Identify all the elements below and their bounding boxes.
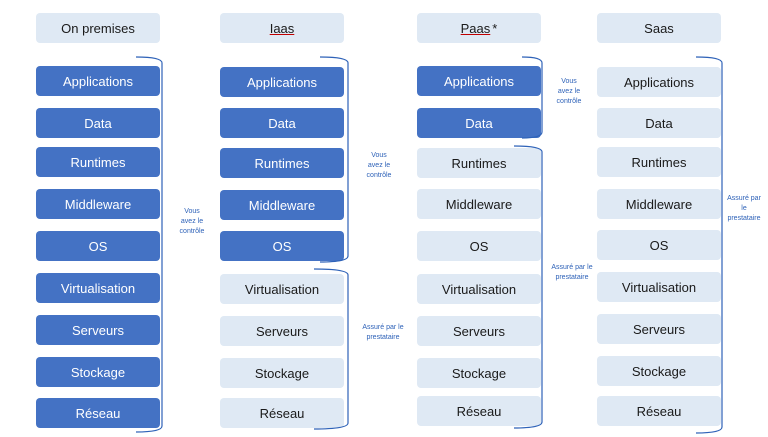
onprem-layer-runtimes: Runtimes bbox=[36, 147, 160, 177]
bracket-saas-provider bbox=[695, 56, 723, 434]
iaas-layer-applications: Applications bbox=[220, 67, 344, 97]
paas-layer-middleware: Middleware bbox=[417, 189, 541, 219]
saas-layer-reseau: Réseau bbox=[597, 396, 721, 426]
iaas-layer-data: Data bbox=[220, 108, 344, 138]
onprem-layer-os: OS bbox=[36, 231, 160, 261]
bracket-iaas-control bbox=[319, 56, 349, 263]
label-saas-provider: Assuré par le prestataire bbox=[727, 195, 761, 222]
paas-layer-virtualisation: Virtualisation bbox=[417, 274, 541, 304]
paas-layer-stockage: Stockage bbox=[417, 358, 541, 388]
bracket-paas-control bbox=[521, 56, 543, 139]
bracket-iaas-provider bbox=[313, 268, 349, 430]
saas-layer-applications: Applications bbox=[597, 67, 721, 97]
bracket-paas-provider bbox=[513, 145, 543, 429]
paas-layer-applications: Applications bbox=[417, 66, 541, 96]
paas-layer-os: OS bbox=[417, 231, 541, 261]
saas-layer-virtualisation: Virtualisation bbox=[597, 272, 721, 302]
label-onprem-control: Vous avez le contrôle bbox=[179, 208, 205, 235]
header-on-premises: On premises bbox=[36, 13, 160, 43]
iaas-layer-os: OS bbox=[220, 231, 344, 261]
saas-layer-serveurs: Serveurs bbox=[597, 314, 721, 344]
iaas-layer-middleware: Middleware bbox=[220, 190, 344, 220]
saas-layer-middleware: Middleware bbox=[597, 189, 721, 219]
label-iaas-provider: Assuré par le prestataire bbox=[362, 324, 404, 341]
saas-layer-runtimes: Runtimes bbox=[597, 147, 721, 177]
header-iaas: Iaas bbox=[220, 13, 344, 43]
iaas-layer-runtimes: Runtimes bbox=[220, 148, 344, 178]
onprem-layer-serveurs: Serveurs bbox=[36, 315, 160, 345]
saas-layer-os: OS bbox=[597, 230, 721, 260]
iaas-layer-reseau: Réseau bbox=[220, 398, 344, 428]
onprem-layer-data: Data bbox=[36, 108, 160, 138]
onprem-layer-middleware: Middleware bbox=[36, 189, 160, 219]
label-paas-control: Vous avez le contrôle bbox=[556, 78, 582, 105]
paas-layer-serveurs: Serveurs bbox=[417, 316, 541, 346]
saas-layer-stockage: Stockage bbox=[597, 356, 721, 386]
header-saas: Saas bbox=[597, 13, 721, 43]
bracket-onprem-control bbox=[135, 56, 163, 433]
onprem-layer-applications: Applications bbox=[36, 66, 160, 96]
paas-layer-reseau: Réseau bbox=[417, 396, 541, 426]
iaas-layer-stockage: Stockage bbox=[220, 358, 344, 388]
paas-layer-data: Data bbox=[417, 108, 541, 138]
onprem-layer-stockage: Stockage bbox=[36, 357, 160, 387]
onprem-layer-virtualisation: Virtualisation bbox=[36, 273, 160, 303]
label-paas-provider: Assuré par le prestataire bbox=[551, 264, 593, 281]
iaas-layer-serveurs: Serveurs bbox=[220, 316, 344, 346]
iaas-layer-virtualisation: Virtualisation bbox=[220, 274, 344, 304]
header-paas: Paas* bbox=[417, 13, 541, 43]
saas-layer-data: Data bbox=[597, 108, 721, 138]
label-iaas-control: Vous avez le contrôle bbox=[366, 152, 392, 179]
onprem-layer-reseau: Réseau bbox=[36, 398, 160, 428]
paas-layer-runtimes: Runtimes bbox=[417, 148, 541, 178]
